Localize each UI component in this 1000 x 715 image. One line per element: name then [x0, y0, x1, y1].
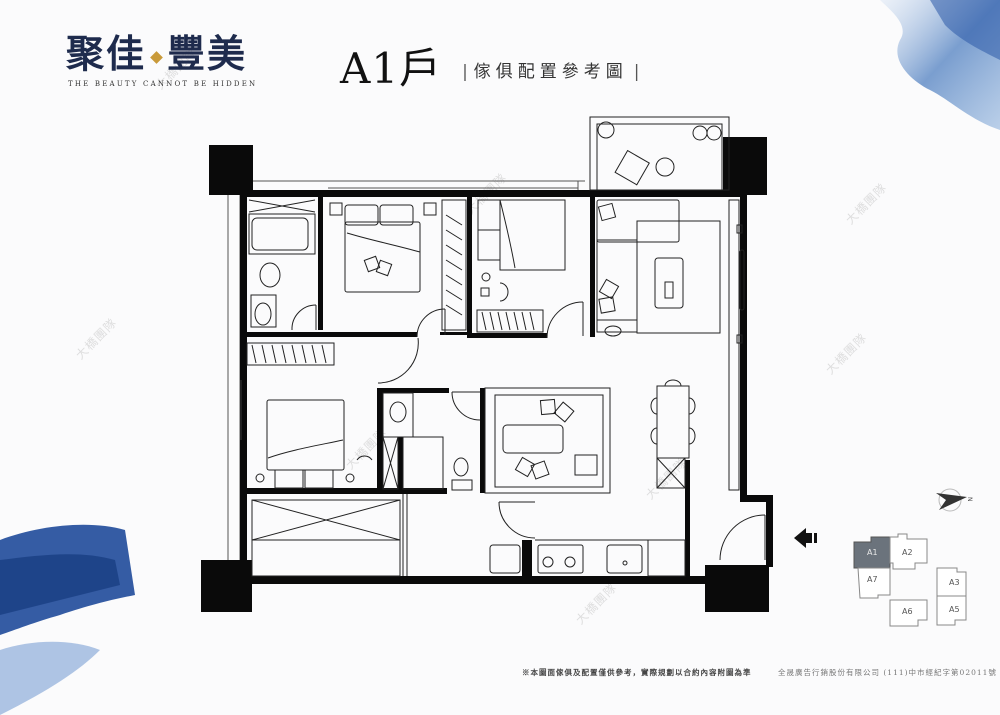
- compass-icon: N: [936, 488, 973, 512]
- company-credit: 全晟廣告行銷股份有限公司 (111)中市經紀字第02011號: [778, 668, 997, 677]
- unit-subtitle: 傢俱配置參考圖: [473, 61, 628, 82]
- key-plan: [853, 533, 967, 627]
- unit-subtitle-group: |傢俱配置參考圖|: [456, 57, 645, 82]
- keyplan-label-a2: A2: [902, 548, 913, 557]
- divider: |: [633, 61, 640, 82]
- brand-title-right: 豐美: [167, 31, 248, 76]
- entry-arrow-icon: [794, 528, 817, 548]
- keyplan-label-a1: A1: [867, 548, 878, 557]
- brand-title: 聚佳豐美: [66, 32, 276, 76]
- unit-name: A1戶: [340, 44, 443, 93]
- walls: [240, 190, 773, 584]
- keyplan-label-a5: A5: [949, 605, 960, 614]
- keyplan-label-a3: A3: [949, 578, 960, 587]
- keyplan-label-a7: A7: [867, 575, 878, 584]
- structural-columns: [201, 137, 769, 612]
- keyplan-label-a6: A6: [902, 607, 913, 616]
- brand-title-left: 聚佳: [66, 31, 147, 76]
- divider: |: [462, 61, 468, 82]
- svg-text:N: N: [966, 497, 973, 502]
- brand-logo: 聚佳豐美 THE BEAUTY CANNOT BE HIDDEN: [66, 32, 276, 89]
- page-title: A1戶 |傢俱配置參考圖|: [340, 44, 646, 94]
- disclaimer-note: ※本圖面傢俱及配置僅供參考，實際規劃以合約內容附圖為準: [522, 668, 752, 677]
- brand-tagline: THE BEAUTY CANNOT BE HIDDEN: [68, 80, 258, 88]
